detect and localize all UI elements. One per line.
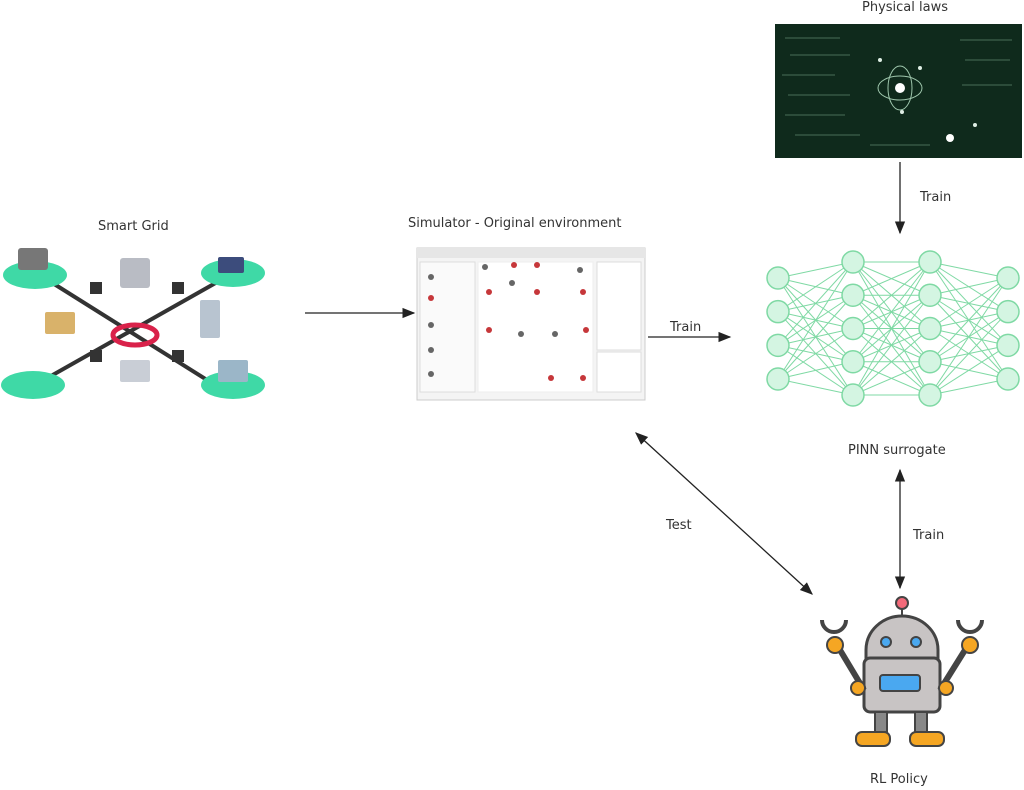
nn-neuron bbox=[766, 299, 790, 324]
arrow-simulator-rl bbox=[635, 432, 813, 595]
rl-policy-robot bbox=[820, 596, 984, 747]
nn-edge bbox=[777, 261, 854, 346]
nn-edge bbox=[929, 344, 1009, 396]
nn-neuron bbox=[841, 316, 865, 341]
nn-neuron bbox=[766, 333, 790, 358]
nn-edge bbox=[929, 277, 1009, 396]
nn-neuron bbox=[918, 383, 942, 407]
nn-edge bbox=[929, 378, 1009, 396]
nn-edge bbox=[929, 277, 1009, 296]
grid-node-bottom-right bbox=[201, 371, 265, 399]
nn-edge bbox=[777, 378, 854, 396]
nn-edge bbox=[929, 261, 1009, 279]
pinn-rl-edge-label: Train bbox=[913, 528, 945, 543]
nn-neuron bbox=[996, 266, 1020, 290]
nn-edge bbox=[852, 361, 931, 396]
nn-edge bbox=[777, 294, 854, 380]
nn-edge bbox=[929, 311, 1009, 396]
pinn-label: PINN surrogate bbox=[848, 443, 946, 458]
nn-neuron bbox=[841, 283, 865, 307]
nn-edge bbox=[929, 277, 1009, 363]
nn-neuron bbox=[918, 283, 942, 307]
nn-edge bbox=[852, 328, 931, 396]
nn-neuron bbox=[841, 350, 865, 374]
nn-neuron bbox=[918, 250, 942, 274]
smart-grid-illustration bbox=[1, 248, 265, 399]
nn-neuron bbox=[996, 367, 1020, 391]
nn-edge bbox=[852, 294, 931, 396]
nn-edge bbox=[852, 261, 931, 296]
nn-edge bbox=[777, 261, 854, 313]
nn-neuron bbox=[996, 333, 1020, 358]
nn-neuron bbox=[918, 316, 942, 341]
physical-laws-label: Physical laws bbox=[862, 0, 948, 15]
nn-edge bbox=[777, 261, 854, 380]
nn-neuron bbox=[841, 383, 865, 407]
nn-neuron bbox=[918, 350, 942, 374]
grid-node-bottom-left bbox=[1, 371, 65, 399]
grid-hub bbox=[110, 322, 160, 348]
pinn-network bbox=[766, 250, 1020, 407]
sim-to-pinn-edge-label: Train bbox=[670, 320, 702, 335]
simulator-label: Simulator - Original environment bbox=[408, 216, 622, 231]
nn-edge bbox=[777, 328, 854, 380]
nn-neuron bbox=[766, 266, 790, 290]
nn-edge bbox=[777, 361, 854, 380]
nn-edge bbox=[852, 261, 931, 396]
physical-laws-board bbox=[775, 24, 1022, 158]
nn-edge bbox=[852, 261, 931, 329]
nn-neuron bbox=[996, 299, 1020, 324]
simulator-window bbox=[416, 247, 646, 401]
smart-grid-label: Smart Grid bbox=[98, 219, 169, 234]
nn-edge bbox=[852, 261, 931, 363]
rl-policy-label: RL Policy bbox=[870, 772, 928, 787]
nn-edge bbox=[929, 277, 1009, 329]
laws-to-pinn-edge-label: Train bbox=[920, 190, 952, 205]
nn-neuron bbox=[841, 250, 865, 274]
nn-edge bbox=[777, 261, 854, 279]
nn-neuron bbox=[766, 367, 790, 391]
